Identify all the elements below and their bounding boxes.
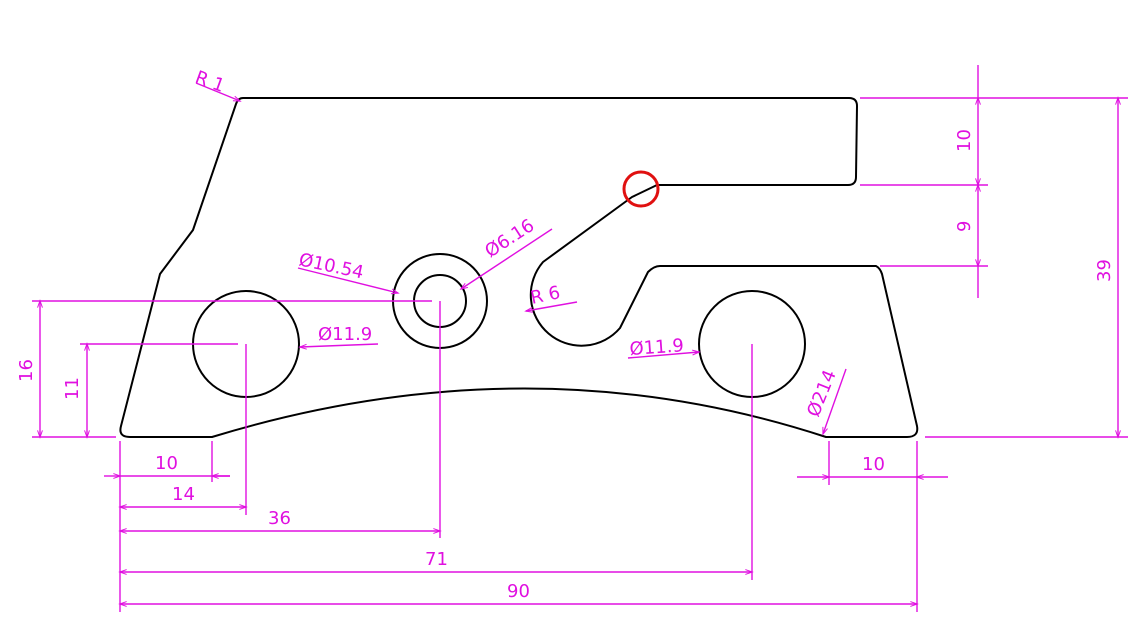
r6-leader bbox=[524, 301, 578, 313]
r1-leader bbox=[195, 82, 242, 102]
dimension-labels: R 1 Ø10.54 Ø6.16 R 6 Ø11.9 Ø11.9 Ø214 16… bbox=[16, 67, 1115, 602]
label-d11-9-right: Ø11.9 bbox=[629, 335, 685, 360]
label-h90: 90 bbox=[507, 581, 530, 602]
label-v11: 11 bbox=[62, 377, 83, 400]
label-d11-9-left: Ø11.9 bbox=[318, 324, 372, 345]
label-d6-16: Ø6.16 bbox=[481, 215, 538, 262]
d11-9-left-leader bbox=[298, 343, 379, 350]
label-h71: 71 bbox=[425, 549, 448, 570]
d10-54-leader bbox=[297, 267, 400, 295]
dimension-layer bbox=[32, 65, 1128, 612]
part-outline bbox=[119, 97, 919, 438]
label-h36: 36 bbox=[268, 508, 291, 529]
label-d10-54: Ø10.54 bbox=[297, 249, 366, 283]
label-r1: R 1 bbox=[192, 67, 227, 97]
d6-16-leader bbox=[459, 228, 553, 291]
label-v39: 39 bbox=[1094, 259, 1115, 282]
highlight-circle bbox=[622, 170, 660, 208]
label-h10-left: 10 bbox=[155, 453, 178, 474]
label-h10-right: 10 bbox=[862, 454, 885, 475]
label-v16: 16 bbox=[16, 359, 37, 382]
d214-leader bbox=[822, 368, 847, 436]
label-d214: Ø214 bbox=[803, 367, 841, 420]
label-v10-right: 10 bbox=[954, 129, 975, 152]
label-h14: 14 bbox=[172, 484, 195, 505]
d11-9-right-leader bbox=[627, 349, 701, 359]
label-v9: 9 bbox=[954, 221, 975, 232]
